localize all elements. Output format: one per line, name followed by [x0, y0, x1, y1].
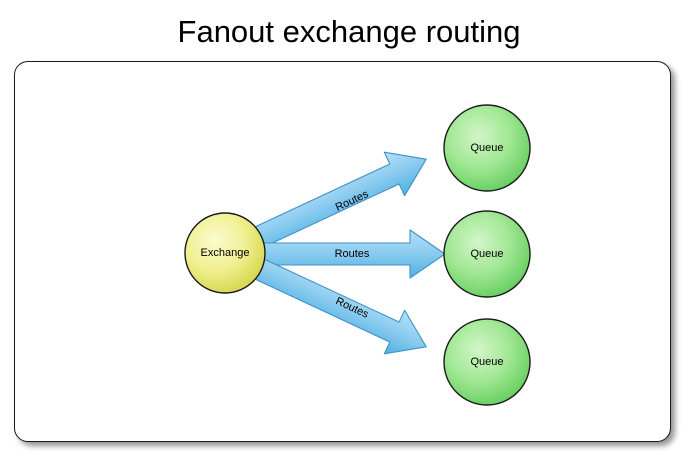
node-exchange[interactable] — [184, 212, 266, 294]
edge-middle-arrow — [262, 229, 446, 279]
node-queue-middle[interactable] — [443, 210, 531, 298]
edge-bottom-arrow — [254, 258, 427, 355]
node-queue-top[interactable] — [443, 104, 531, 192]
node-queue-bottom[interactable] — [443, 318, 531, 406]
page-title: Fanout exchange routing — [177, 14, 521, 49]
edge-top-arrow — [254, 151, 427, 248]
